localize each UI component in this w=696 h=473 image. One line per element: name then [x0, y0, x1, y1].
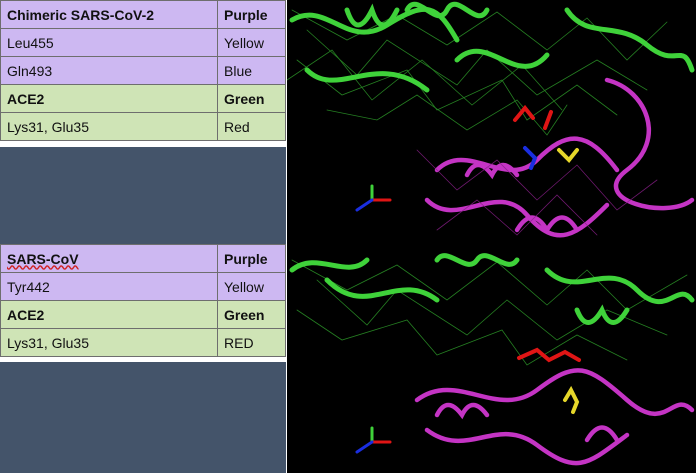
- contact-residues: [513, 104, 579, 170]
- color-cell: Red: [217, 112, 286, 141]
- ace2-ribbon: [289, 253, 695, 325]
- spike-ribbon: [414, 368, 695, 466]
- table-row: Lys31, Glu35 RED: [0, 328, 286, 357]
- spacer-block-bottom: [0, 362, 286, 473]
- protein-name-cell: SARS-CoV: [0, 244, 218, 273]
- color-cell: RED: [217, 328, 286, 357]
- table-row: Leu455 Yellow: [0, 28, 286, 57]
- spacer-block-top: [0, 147, 286, 244]
- color-cell: Yellow: [217, 28, 286, 57]
- table-row: Tyr442 Yellow: [0, 272, 286, 301]
- protein-name-text: SARS-CoV: [7, 250, 79, 267]
- spike-ribbon: [424, 77, 695, 238]
- table-row: Lys31, Glu35 Red: [0, 112, 286, 141]
- protein-name-cell: Chimeric SARS-CoV-2: [0, 0, 218, 29]
- table-row: Chimeric SARS-CoV-2 Purple: [0, 0, 286, 29]
- legend-table-top: Chimeric SARS-CoV-2 Purple Leu455 Yellow…: [0, 0, 286, 141]
- color-cell: Green: [217, 300, 286, 329]
- protein-name-cell: ACE2: [0, 300, 218, 329]
- residue-name-cell: Tyr442: [0, 272, 218, 301]
- axis-gizmo: [355, 426, 392, 454]
- spike-wireframe: [416, 149, 658, 236]
- color-cell: Green: [217, 84, 286, 113]
- ace2-wireframe: [287, 9, 668, 136]
- table-row: SARS-CoV Purple: [0, 244, 286, 273]
- color-cell: Blue: [217, 56, 286, 85]
- contact-residues: [517, 347, 581, 414]
- protein-ribbon-view: [289, 253, 695, 466]
- protein-name-cell: ACE2: [0, 84, 218, 113]
- residue-name-cell: Lys31, Glu35: [0, 112, 218, 141]
- table-row: ACE2 Green: [0, 84, 286, 113]
- axis-gizmo: [355, 184, 392, 212]
- table-row: Gln493 Blue: [0, 56, 286, 85]
- structure-render-bottom: [287, 240, 696, 473]
- residue-name-cell: Leu455: [0, 28, 218, 57]
- structure-render-top: [287, 0, 696, 240]
- color-cell: Yellow: [217, 272, 286, 301]
- color-cell: Purple: [217, 244, 286, 273]
- ace2-ribbon: [289, 1, 695, 93]
- protein-ribbon-view: [287, 1, 695, 238]
- residue-name-cell: Lys31, Glu35: [0, 328, 218, 357]
- legend-table-bottom: SARS-CoV Purple Tyr442 Yellow ACE2 Green…: [0, 244, 286, 357]
- residue-name-cell: Gln493: [0, 56, 218, 85]
- color-cell: Purple: [217, 0, 286, 29]
- table-row: ACE2 Green: [0, 300, 286, 329]
